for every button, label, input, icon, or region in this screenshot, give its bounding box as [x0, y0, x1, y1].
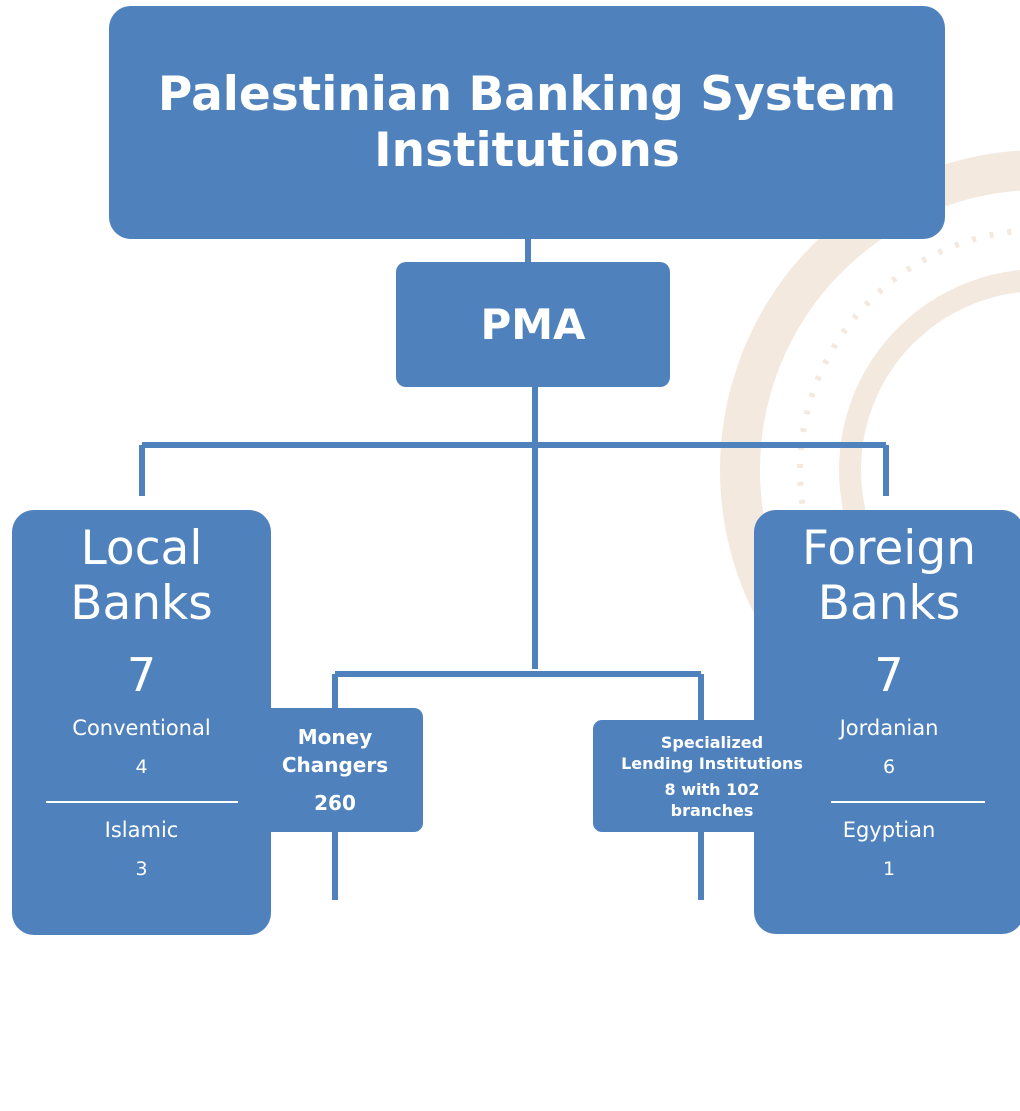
- local-banks-title-line1: Local: [80, 521, 203, 576]
- local-banks-node: Local Banks 7 Conventional 4 Islamic 3: [12, 510, 271, 935]
- lending-institutions-node: Specialized Lending Institutions 8 with …: [593, 720, 831, 832]
- foreign-banks-title-line2: Banks: [817, 576, 961, 631]
- foreign-egyptian-value: 1: [882, 858, 896, 880]
- money-changers-count: 260: [314, 791, 356, 815]
- money-changers-label-line2: Changers: [281, 753, 389, 777]
- local-divider: [45, 801, 238, 803]
- lending-label-line2: Lending Institutions: [621, 753, 803, 773]
- pma-node: PMA: [396, 262, 670, 387]
- local-conventional-value: 4: [135, 756, 148, 778]
- lending-label-line1: Specialized: [660, 732, 764, 752]
- foreign-jordanian-label: Jordanian: [839, 716, 939, 740]
- money-changers-label-line1: Money: [297, 725, 373, 749]
- foreign-banks-title: Foreign Banks: [802, 521, 976, 631]
- foreign-egyptian-label: Egyptian: [842, 818, 936, 842]
- foreign-banks-title-line1: Foreign: [801, 521, 976, 576]
- foreign-banks-node: Foreign Banks 7 Jordanian 6 Egyptian 1: [754, 510, 1020, 934]
- local-islamic-value: 3: [135, 858, 148, 880]
- money-changers-node: Money Changers 260: [247, 708, 423, 832]
- foreign-jordanian-value: 6: [882, 756, 896, 778]
- lending-count-line2: branches: [670, 800, 754, 820]
- local-banks-title-line2: Banks: [70, 576, 213, 631]
- foreign-divider: [793, 801, 985, 803]
- pma-title: PMA: [480, 300, 586, 349]
- local-islamic-label: Islamic: [104, 818, 179, 842]
- lending-count-line1: 8 with 102: [664, 779, 760, 799]
- root-title: Palestinian Banking System Institutions: [157, 66, 897, 178]
- root-node: Palestinian Banking System Institutions: [109, 6, 945, 239]
- local-conventional-label: Conventional: [72, 716, 211, 740]
- foreign-banks-count: 7: [874, 648, 904, 702]
- local-banks-count: 7: [126, 648, 157, 702]
- local-banks-title: Local Banks: [70, 521, 213, 631]
